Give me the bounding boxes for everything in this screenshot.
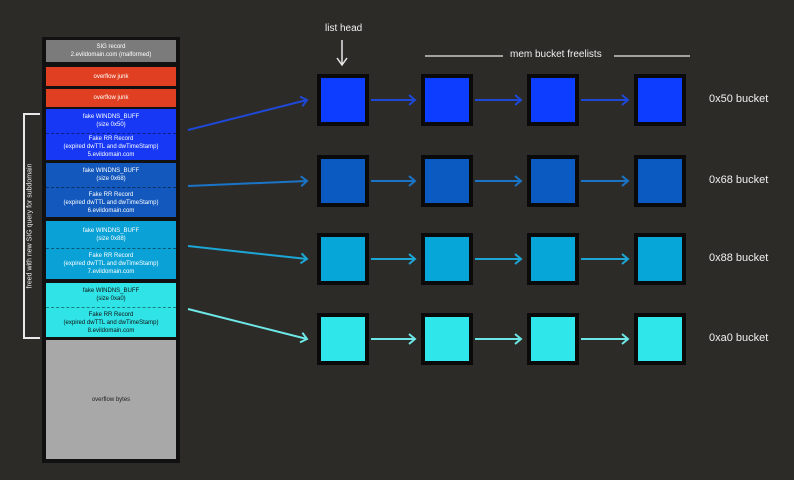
freelist-chunk-0xa0-3 <box>527 313 579 365</box>
fake-windns-buff-0x68: fake WINDNS_BUFF (size 0x68) <box>46 163 176 187</box>
fake-rr-record-8: Fake RR Record (expired dwTTL and dwTime… <box>46 307 176 337</box>
buff-size: (size 0x88) <box>96 235 126 242</box>
rr-domain: 6.evildomain.com <box>87 207 135 214</box>
rr-desc: (expired dwTTL and dwTimeStamp) <box>63 199 159 206</box>
rr-domain: 5.evildomain.com <box>87 152 135 158</box>
overflow-bytes-label: overflow bytes <box>91 396 131 403</box>
stack-to-bucket-arrowhead-0x68 <box>300 175 309 187</box>
freelist-chunk-0x50-2 <box>421 74 473 126</box>
freelist-link-arrowhead-0xa0-2 <box>514 333 523 345</box>
stack-to-bucket-arrowhead-0x50 <box>299 95 309 107</box>
overflow-junk-label: overflow junk <box>93 95 129 101</box>
freelist-link-arrowhead-0x50-1 <box>408 94 417 106</box>
fake-rr-record-5: Fake RR Record (expired dwTTL and dwTime… <box>46 133 176 160</box>
stack-to-bucket-arrow-0x68 <box>187 180 308 187</box>
freelist-chunk-0x88-1 <box>317 233 369 285</box>
freelist-link-arrowhead-0x68-1 <box>408 175 417 187</box>
freelist-chunk-0x68-3 <box>527 155 579 207</box>
freelist-chunk-0x68-2 <box>421 155 473 207</box>
bucket-label-0x50: 0x50 bucket <box>709 93 769 105</box>
freelist-chunk-0x68-4 <box>634 155 686 207</box>
list-head-label: list head <box>325 23 363 34</box>
bucket-label-0xa0: 0xa0 bucket <box>709 332 769 344</box>
overflow-junk-block: overflow junk <box>46 67 176 86</box>
buff-size: (size 0xa0) <box>96 296 126 302</box>
overflow-junk-block: overflow junk <box>46 89 176 107</box>
freelist-chunk-0xa0-4 <box>634 313 686 365</box>
buff-label: fake WINDNS_BUFF <box>82 288 140 294</box>
buff-label: fake WINDNS_BUFF <box>82 168 140 174</box>
fake-windns-buff-0xa0: fake WINDNS_BUFF (size 0xa0) <box>46 283 176 307</box>
freed-bracket <box>23 113 40 339</box>
stack-to-bucket-arrow-0x50 <box>187 99 308 131</box>
freelist-chunk-0x50-4 <box>634 74 686 126</box>
rr-desc: (expired dwTTL and dwTimeStamp) <box>63 319 159 326</box>
stack-to-bucket-arrowhead-0x88 <box>299 252 309 265</box>
freelist-arrows <box>187 94 630 345</box>
rr-label: Fake RR Record <box>88 136 134 142</box>
stack-to-bucket-arrow-0x88 <box>187 245 308 260</box>
freelist-chunk-0x88-2 <box>421 233 473 285</box>
overflow-bytes-block: overflow bytes <box>46 340 176 459</box>
fake-rr-record-6: Fake RR Record (expired dwTTL and dwTime… <box>46 187 176 217</box>
freelist-chunk-0x50-3 <box>527 74 579 126</box>
freelist-link-arrowhead-0xa0-1 <box>408 333 417 345</box>
rr-domain: 8.evildomain.com <box>87 327 135 334</box>
stack-to-bucket-arrowhead-0xa0 <box>299 332 309 344</box>
freelist-link-arrowhead-0x88-3 <box>621 253 630 265</box>
stack-to-bucket-arrow-0xa0 <box>187 308 308 340</box>
bucket-label-0x68: 0x68 bucket <box>709 174 769 186</box>
sig-record-title: SIG record <box>96 44 126 50</box>
sig-record-domain: 2.evildomain.com (malformed) <box>70 52 152 58</box>
rr-desc: (expired dwTTL and dwTimeStamp) <box>63 261 159 267</box>
freelist-chunk-0x88-4 <box>634 233 686 285</box>
sig-record-block: SIG record 2.evildomain.com (malformed) <box>46 40 176 62</box>
freelist-link-arrowhead-0x68-2 <box>514 175 523 187</box>
freelist-chunk-0x68-1 <box>317 155 369 207</box>
freelist-link-arrowhead-0x88-1 <box>408 253 417 265</box>
buff-label: fake WINDNS_BUFF <box>82 114 140 120</box>
rr-label: Fake RR Record <box>88 253 134 259</box>
freelist-chunk-0xa0-2 <box>421 313 473 365</box>
fake-windns-buff-0x88: fake WINDNS_BUFF (size 0x88) <box>46 221 176 248</box>
bracket-label: freed with new SIG query for subdomain <box>26 163 34 289</box>
rr-domain: 7.evildomain.com <box>87 269 135 275</box>
rr-label: Fake RR Record <box>88 311 134 318</box>
buff-size: (size 0x68) <box>96 176 126 182</box>
freelist-chunk-0x88-3 <box>527 233 579 285</box>
rr-desc: (expired dwTTL and dwTimeStamp) <box>63 144 159 150</box>
freelists-title: mem bucket freelists <box>510 49 602 60</box>
buff-size: (size 0x50) <box>96 122 126 128</box>
memory-layout-stack: SIG record 2.evildomain.com (malformed) … <box>42 37 180 463</box>
freelist-link-arrowhead-0x88-2 <box>514 253 523 265</box>
freelist-link-arrowhead-0x50-2 <box>514 94 523 106</box>
freelist-chunk-0xa0-1 <box>317 313 369 365</box>
freelist-link-arrowhead-0x68-3 <box>621 175 630 187</box>
buff-label: fake WINDNS_BUFF <box>82 227 140 234</box>
freelist-chunk-0x50-1 <box>317 74 369 126</box>
bucket-label-0x88: 0x88 bucket <box>709 252 769 264</box>
freelist-link-arrowhead-0x50-3 <box>621 94 630 106</box>
fake-windns-buff-0x50: fake WINDNS_BUFF (size 0x50) <box>46 109 176 133</box>
rr-label: Fake RR Record <box>88 191 134 198</box>
fake-rr-record-7: Fake RR Record (expired dwTTL and dwTime… <box>46 248 176 279</box>
overflow-junk-label: overflow junk <box>93 73 129 80</box>
freelist-link-arrowhead-0xa0-3 <box>621 333 630 345</box>
